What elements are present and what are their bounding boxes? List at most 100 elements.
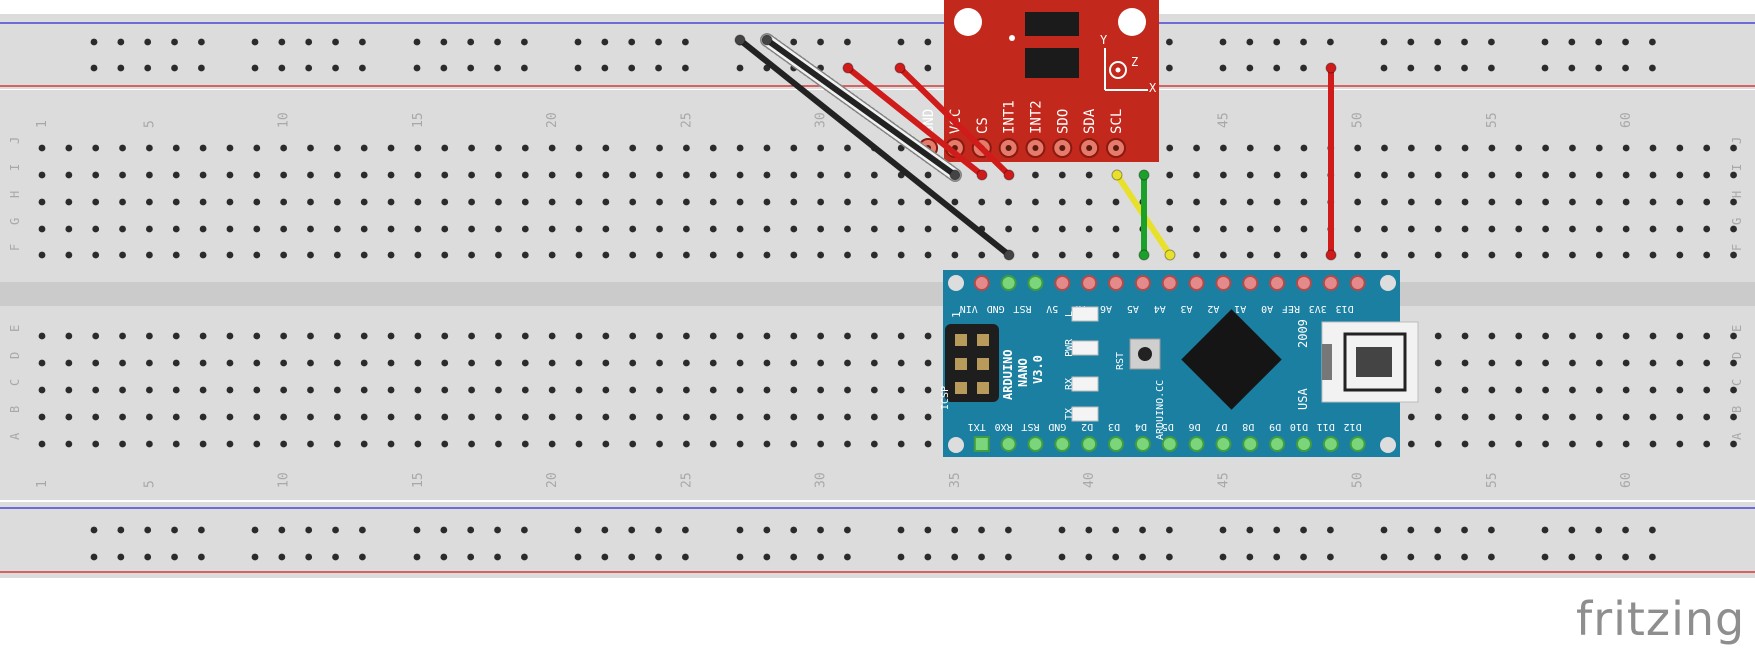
- breadboard-hole: [1622, 413, 1630, 421]
- breadboard-hole: [629, 413, 637, 421]
- scl-wire-end: [1138, 249, 1150, 261]
- breadboard-hole: [172, 359, 180, 367]
- breadboard-hole: [146, 359, 153, 367]
- arduino-brand: ARDUINO.CC: [1155, 380, 1166, 440]
- breadboard-hole: [333, 440, 341, 448]
- breadboard-hole: [1219, 38, 1227, 46]
- breadboard-hole: [521, 526, 528, 534]
- breadboard-hole: [978, 198, 986, 206]
- breadboard-hole: [117, 38, 125, 46]
- breadboard-hole: [656, 251, 663, 259]
- breadboard-hole: [468, 413, 475, 421]
- row-label-left: I: [8, 164, 22, 171]
- vcc-wire-end: [976, 169, 988, 181]
- arduino-nano-board[interactable]: VINGNDRST5VA7A6A5A4A3A2A1A0REF3V3D13 TX1…: [940, 270, 1419, 457]
- breadboard-hole: [1407, 225, 1415, 233]
- breadboard-hole: [1703, 386, 1711, 394]
- breadboard-hole: [172, 225, 180, 233]
- column-label-bottom: 1: [35, 480, 50, 488]
- arduino-bottom-pin-label: RST: [1021, 421, 1039, 432]
- breadboard-hole: [1461, 440, 1469, 448]
- arduino-bottom-pin: [1108, 436, 1124, 452]
- breadboard-hole: [199, 386, 207, 394]
- breadboard-hole: [1515, 440, 1523, 448]
- breadboard-hole: [468, 251, 475, 259]
- arduino-top-pin-label: REF: [1282, 303, 1300, 314]
- breadboard-hole: [763, 553, 771, 561]
- breadboard-hole: [1622, 251, 1630, 259]
- arduino-top-pin-label: 3V3: [1309, 303, 1327, 314]
- arduino-top-pin-label: GND: [987, 303, 1005, 314]
- breadboard-hole: [494, 526, 501, 534]
- breadboard-hole: [924, 526, 932, 534]
- breadboard-hole: [198, 526, 205, 534]
- status-led: [1071, 406, 1099, 422]
- breadboard-hole: [709, 225, 717, 233]
- arduino-top-pin: [1188, 275, 1205, 291]
- breadboard-hole: [709, 413, 717, 421]
- breadboard-hole: [1407, 171, 1415, 179]
- breadboard-hole: [307, 359, 314, 367]
- breadboard-hole: [656, 144, 663, 152]
- breadboard-hole: [1622, 171, 1630, 179]
- breadboard-hole: [1542, 198, 1549, 206]
- breadboard-hole: [414, 198, 422, 206]
- breadboard-hole: [90, 64, 98, 72]
- arduino-top-pin-label: VIN: [960, 303, 978, 314]
- breadboard-hole: [1139, 553, 1146, 561]
- breadboard-hole: [602, 198, 610, 206]
- column-label-bottom: 20: [545, 472, 560, 488]
- breadboard-hole: [763, 251, 771, 259]
- column-label-top: 55: [1485, 112, 1500, 128]
- icsp-header[interactable]: [945, 324, 999, 402]
- breadboard-hole: [682, 38, 689, 46]
- breadboard-hole: [1112, 251, 1120, 259]
- breadboard-hole: [817, 38, 824, 46]
- breadboard-hole: [1461, 332, 1469, 340]
- arduino-bottom-pin-label: D2: [1081, 421, 1093, 432]
- breadboard-hole: [1488, 198, 1496, 206]
- breadboard-hole: [1219, 526, 1227, 534]
- breadboard-hole: [253, 225, 261, 233]
- accelerometer-breakout[interactable]: Y Z X GNDVCCCSINT1INT2SDOSDASCL: [918, 0, 1159, 162]
- breadboard-hole: [171, 64, 178, 72]
- breadboard-hole: [1193, 198, 1200, 206]
- breadboard-hole: [521, 251, 529, 259]
- breadboard-hole: [1541, 64, 1549, 72]
- breadboard-hole: [280, 251, 288, 259]
- breadboard-hole: [656, 386, 663, 394]
- breadboard-hole: [1300, 38, 1307, 46]
- breadboard-hole: [628, 526, 636, 534]
- breadboard-hole: [1032, 251, 1039, 259]
- breadboard-hole: [1488, 553, 1495, 561]
- arduino-top-pin: [973, 275, 990, 291]
- breadboard-hole: [1300, 171, 1308, 179]
- breadboard-hole: [1595, 413, 1603, 421]
- breadboard-hole: [146, 440, 153, 448]
- breadboard-hole: [251, 64, 259, 72]
- breadboard-holes: [38, 38, 1737, 561]
- breadboard-hole: [1220, 251, 1227, 259]
- breadboard-hole: [65, 413, 73, 421]
- breadboard-hole: [1488, 144, 1496, 152]
- breadboard-hole: [1354, 144, 1362, 152]
- breadboard-hole: [1730, 171, 1737, 179]
- breadboard-hole: [146, 386, 153, 394]
- breadboard-hole: [1246, 144, 1254, 152]
- breadboard-hole: [1193, 171, 1200, 179]
- sensor-pin-label: INT1: [1002, 100, 1018, 134]
- breadboard-hole: [199, 359, 207, 367]
- breadboard-hole: [1622, 553, 1629, 561]
- breadboard-hole: [844, 526, 851, 534]
- breadboard-hole: [844, 553, 851, 561]
- arduino-bottom-pin-label: D5: [1162, 421, 1174, 432]
- breadboard-hole: [736, 359, 744, 367]
- breadboard-hole: [1354, 198, 1362, 206]
- sensor-pin-label: SCL: [1109, 109, 1125, 134]
- breadboard-hole: [629, 198, 637, 206]
- breadboard-hole: [1246, 38, 1254, 46]
- breadboard-hole: [468, 171, 475, 179]
- column-label-bottom: 5: [142, 480, 157, 488]
- arduino-bottom-pin-label: TX1: [968, 421, 986, 432]
